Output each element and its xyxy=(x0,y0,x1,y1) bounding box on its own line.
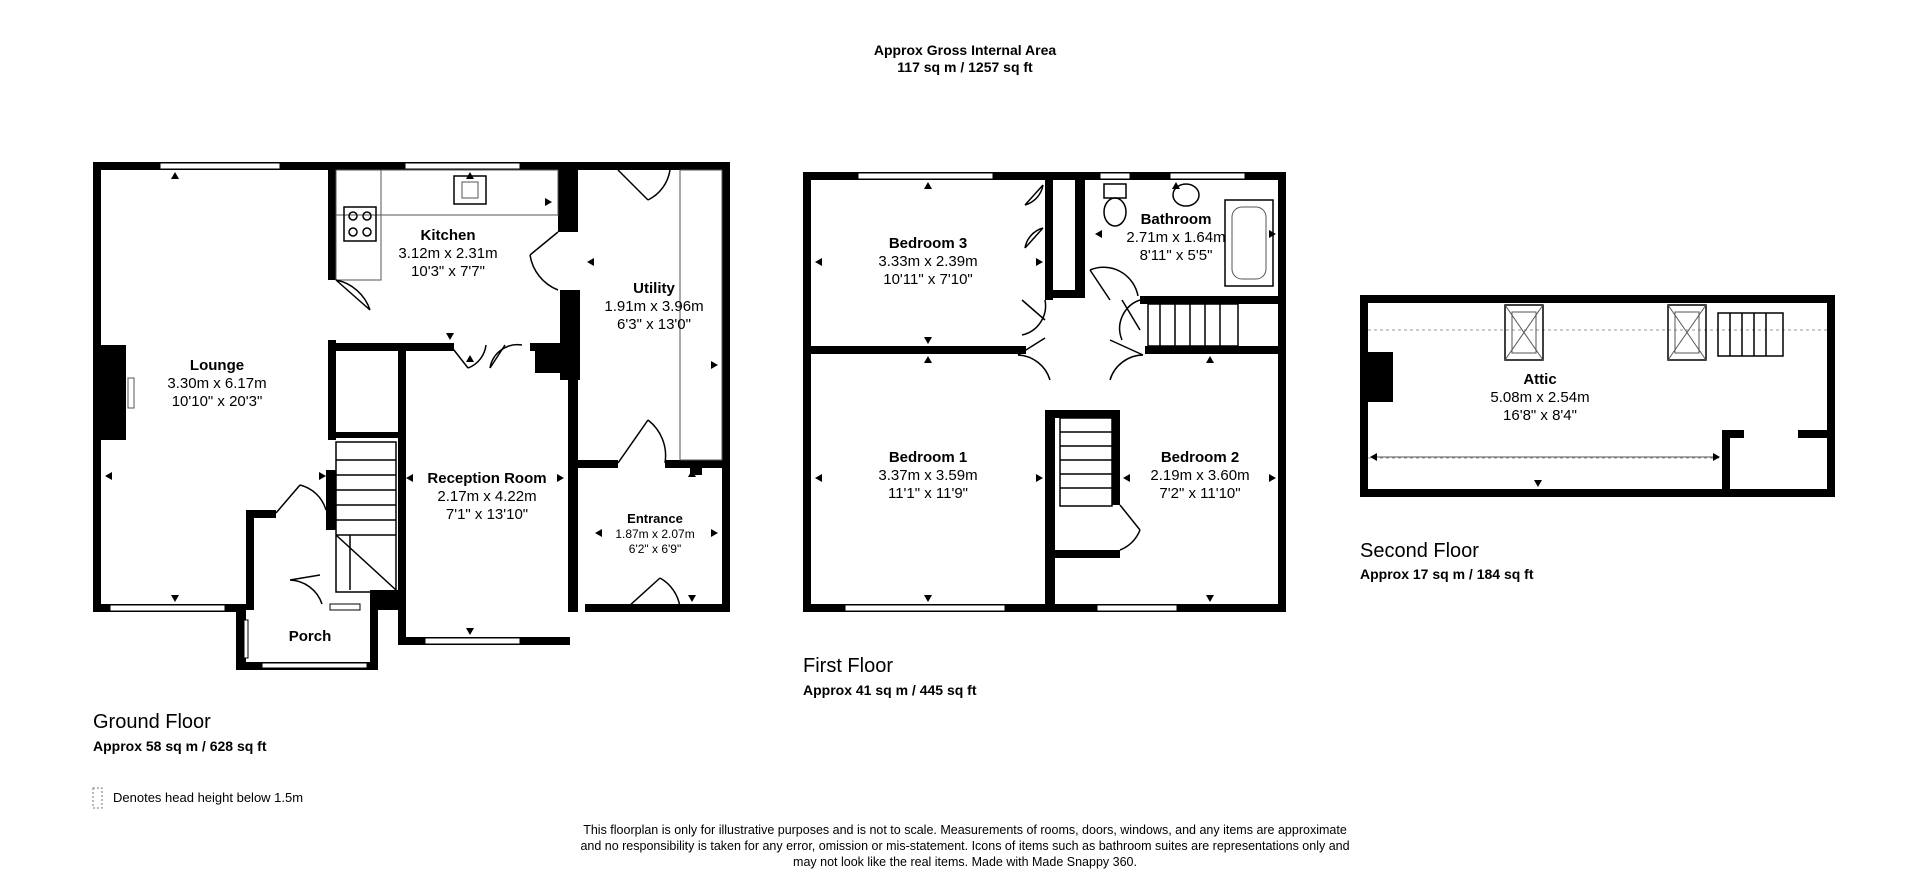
disclaimer-line-2: and no responsibility is taken for any e… xyxy=(580,839,1349,853)
room-entrance-imperial: 6'2" x 6'9" xyxy=(629,542,681,556)
room-bedroom3-name: Bedroom 3 xyxy=(889,235,967,252)
room-utility-name: Utility xyxy=(633,280,675,297)
room-attic-metric: 5.08m x 2.54m xyxy=(1490,389,1589,406)
room-bedroom3-metric: 3.33m x 2.39m xyxy=(878,253,977,270)
room-attic-imperial: 16'8" x 8'4" xyxy=(1503,407,1577,424)
room-entrance-metric: 1.87m x 2.07m xyxy=(615,527,694,541)
room-bedroom1-metric: 3.37m x 3.59m xyxy=(878,467,977,484)
disclaimer-line-1: This floorplan is only for illustrative … xyxy=(583,823,1347,837)
header-title: Approx Gross Internal Area xyxy=(874,42,1057,58)
second-floor-area: Approx 17 sq m / 184 sq ft xyxy=(1360,566,1534,582)
room-utility-metric: 1.91m x 3.96m xyxy=(604,298,703,315)
room-lounge-imperial: 10'10" x 20'3" xyxy=(172,393,263,410)
second-floor-plan xyxy=(1360,295,1835,497)
room-bathroom-imperial: 8'11" x 5'5" xyxy=(1140,247,1213,264)
room-kitchen-imperial: 10'3" x 7'7" xyxy=(411,263,485,280)
room-bedroom2-imperial: 7'2" x 11'10" xyxy=(1159,485,1240,502)
room-lounge-metric: 3.30m x 6.17m xyxy=(167,375,266,392)
disclaimer-line-3: may not look like the real items. Made w… xyxy=(793,855,1137,869)
room-bedroom1-imperial: 11'1" x 11'9" xyxy=(888,485,968,502)
head-height-legend-swatch xyxy=(92,787,103,809)
second-floor-title: Second Floor xyxy=(1360,540,1479,562)
ground-floor-area: Approx 58 sq m / 628 sq ft xyxy=(93,738,267,754)
room-bedroom3-imperial: 10'11" x 7'10" xyxy=(883,271,973,288)
ground-floor-title: Ground Floor xyxy=(93,711,211,733)
room-reception-name: Reception Room xyxy=(427,470,546,487)
room-bedroom1-name: Bedroom 1 xyxy=(889,449,967,466)
room-bathroom-metric: 2.71m x 1.64m xyxy=(1126,229,1225,246)
header-area: 117 sq m / 1257 sq ft xyxy=(897,59,1033,75)
room-bedroom2-metric: 2.19m x 3.60m xyxy=(1150,467,1249,484)
room-entrance-name: Entrance xyxy=(627,511,683,526)
room-utility-imperial: 6'3" x 13'0" xyxy=(617,316,691,333)
room-bathroom-name: Bathroom xyxy=(1141,211,1212,228)
room-kitchen-metric: 3.12m x 2.31m xyxy=(398,245,497,262)
room-reception-imperial: 7'1" x 13'10" xyxy=(446,506,528,523)
room-lounge-name: Lounge xyxy=(190,357,244,374)
first-floor-title: First Floor xyxy=(803,655,893,677)
first-floor-plan xyxy=(803,172,1286,612)
ground-floor-plan xyxy=(93,162,730,670)
first-floor-area: Approx 41 sq m / 445 sq ft xyxy=(803,682,977,698)
room-reception-metric: 2.17m x 4.22m xyxy=(437,488,536,505)
room-attic-name: Attic xyxy=(1523,371,1556,388)
room-kitchen-name: Kitchen xyxy=(420,227,475,244)
room-porch-name: Porch xyxy=(289,628,332,645)
room-bedroom2-name: Bedroom 2 xyxy=(1161,449,1239,466)
legend-text: Denotes head height below 1.5m xyxy=(113,790,303,805)
